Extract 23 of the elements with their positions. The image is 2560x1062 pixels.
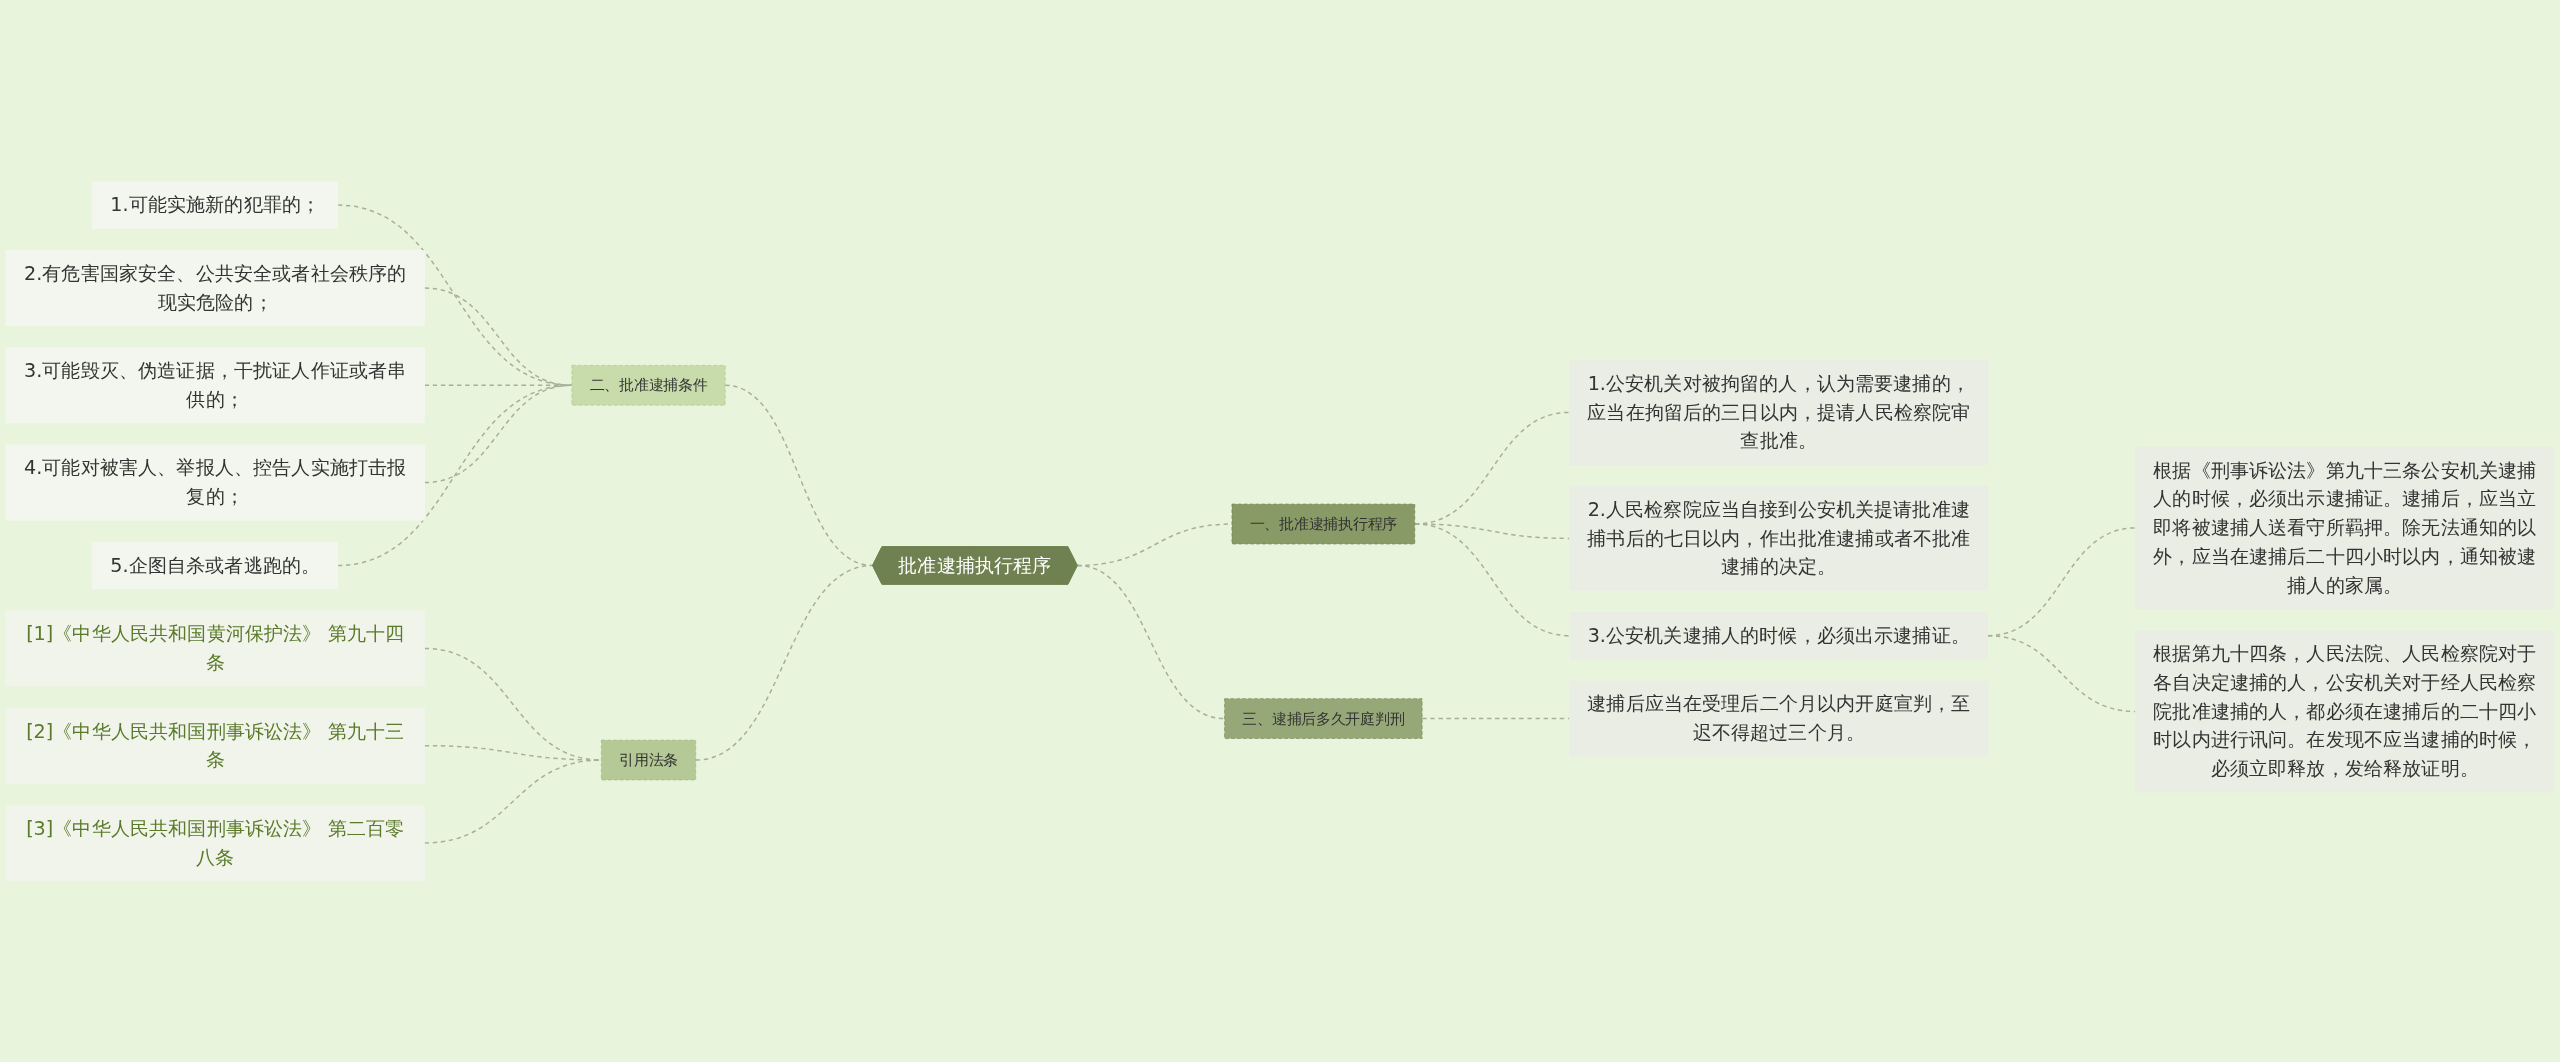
node-box: 根据第九十四条，人民法院、人民检察院对于各自决定逮捕的人，公安机关对于经人民检察院批准逮捕的人，都必须在逮捕后的二十四小时以内进行讯问。在发现不应当逮捕的时候，必须立即释放，发给释放证明。 xyxy=(2135,630,2555,793)
node-box: 3.公安机关逮捕人的时候，必须出示逮捕证。 xyxy=(1569,611,1989,660)
connector xyxy=(423,384,573,484)
node-box: 三、逮捕后多久开庭判刑 xyxy=(1224,698,1423,739)
node-box: [2]《中华人民共和国刑事诉讼法》 第九十三条 xyxy=(5,707,425,784)
node-box: 4.可能对被害人、举报人、控告人实施打击报复的； xyxy=(5,444,425,521)
node-box: 二、批准逮捕条件 xyxy=(571,364,726,406)
node-box: [1]《中华人民共和国黄河保护法》 第九十四条 xyxy=(5,610,425,687)
node-box: 逮捕后应当在受理后二个月以内开庭宣判，至迟不得超过三个月。 xyxy=(1569,680,1989,757)
connector xyxy=(694,564,874,761)
node-box: 5.企图自杀或者逃跑的。 xyxy=(92,541,339,589)
connector xyxy=(1414,523,1571,637)
node-box: 引用法条 xyxy=(601,739,697,781)
node-box: 3.可能毁灭、伪造证据，干扰证人作证或者串供的； xyxy=(5,347,425,424)
connector xyxy=(1076,564,1226,720)
node-box: [3]《中华人民共和国刑事诉讼法》 第二百零八条 xyxy=(5,804,425,881)
connector xyxy=(337,384,573,566)
node-box: 一、批准逮捕执行程序 xyxy=(1231,503,1416,545)
node-box: 根据《刑事诉讼法》第九十三条公安机关逮捕人的时候，必须出示逮捕证。逮捕后，应当立即将被逮捕人送看守所羁押。除无法通知的以外，应当在逮捕后二十四小时以内，通知被逮捕人的家属。 xyxy=(2135,446,2555,609)
node-box: 1.公安机关对被拘留的人，认为需要逮捕的，应当在拘留后的三日以内，提请人民检察院审查批准。 xyxy=(1569,359,1989,465)
node-box: 1.可能实施新的犯罪的； xyxy=(92,181,339,229)
node-box: 2.有危害国家安全、公共安全或者社会秩序的现实危险的； xyxy=(5,249,425,326)
node-box: 2.人民检察院应当自接到公安机关提请批准逮捕书后的七日以内，作出批准逮捕或者不批准逮捕的决定。 xyxy=(1569,485,1989,591)
